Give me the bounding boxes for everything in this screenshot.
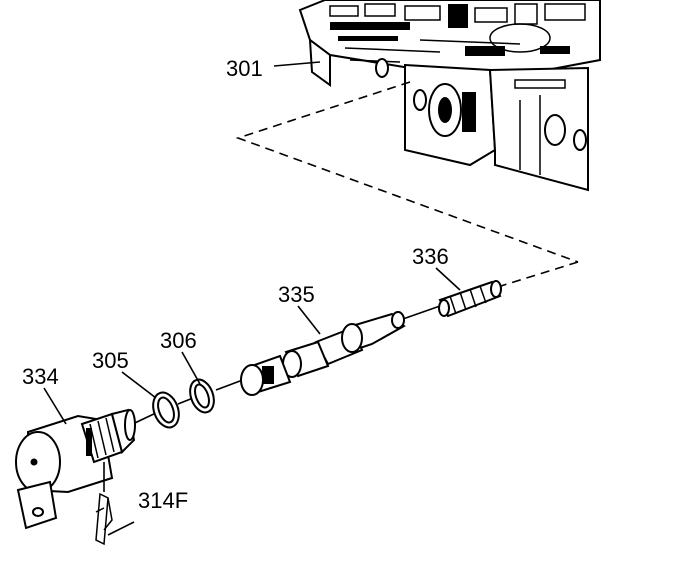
label-314f: 314F bbox=[138, 488, 188, 513]
leader-305 bbox=[121, 371, 157, 399]
assembly-axis-line bbox=[119, 305, 441, 431]
leader-335 bbox=[297, 305, 321, 335]
valve-spool-335 bbox=[240, 311, 406, 396]
spring-336 bbox=[438, 280, 502, 318]
label-334: 334 bbox=[22, 364, 59, 389]
label-335: 335 bbox=[278, 282, 315, 307]
valve-body-301 bbox=[298, 0, 601, 192]
leader-301 bbox=[273, 61, 321, 67]
leader-306 bbox=[181, 351, 201, 385]
label-306: 306 bbox=[160, 328, 197, 353]
label-301: 301 bbox=[226, 56, 263, 81]
solenoid-334 bbox=[15, 408, 136, 530]
label-336: 336 bbox=[412, 244, 449, 269]
label-305: 305 bbox=[92, 348, 129, 373]
clip-314f bbox=[95, 492, 113, 546]
leader-336 bbox=[435, 267, 461, 291]
alignment-line-lower bbox=[487, 261, 579, 291]
alignment-line-upper bbox=[235, 81, 579, 263]
leader-334 bbox=[43, 387, 67, 425]
leader-314f bbox=[107, 521, 135, 536]
